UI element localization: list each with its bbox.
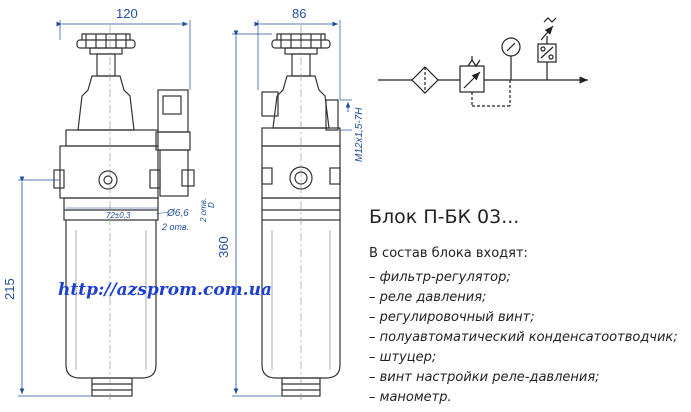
side-dimensions: 86 360 M12x1,5-7H <box>216 6 365 397</box>
height-total-label: 360 <box>216 236 231 258</box>
front-view <box>53 25 195 400</box>
thread-label: M12x1,5-7H <box>354 107 365 162</box>
width-front-label: 120 <box>116 6 138 21</box>
hole-count-label: 2 отв. <box>161 222 189 232</box>
width-side-label: 86 <box>292 6 306 21</box>
side-view <box>261 25 341 400</box>
list-item: – полуавтоматический конденсатоотводчик; <box>369 330 678 345</box>
list-item: – регулировочный винт; <box>369 310 535 325</box>
side-note-label: 2 отв. <box>199 198 208 223</box>
list-item: – манометр. <box>369 390 452 405</box>
components-list: – фильтр-регулятор; – реле давления; – р… <box>369 268 678 408</box>
components-intro: В состав блока входят: <box>369 246 528 261</box>
website-url[interactable]: http://azsprom.com.ua <box>58 280 272 300</box>
side-note-d-label: D <box>207 202 216 208</box>
list-item: – штуцер; <box>369 350 437 365</box>
hole-spacing-label: 72±0,3 <box>106 211 131 220</box>
hole-diameter-label: Ø6,6 <box>166 208 189 219</box>
list-item: – фильтр-регулятор; <box>369 270 511 285</box>
list-item: – реле давления; <box>369 290 487 305</box>
pneumatic-schematic <box>378 17 588 107</box>
page-title: Блок П-БК 03... <box>369 206 520 228</box>
front-dimensions: 120 215 72±0,3 Ø6,6 2 отв. 2 отв. D <box>2 6 216 397</box>
height-bowl-label: 215 <box>2 278 17 300</box>
list-item: – винт настройки реле-давления; <box>369 370 600 385</box>
regulator-symbol <box>459 65 485 93</box>
